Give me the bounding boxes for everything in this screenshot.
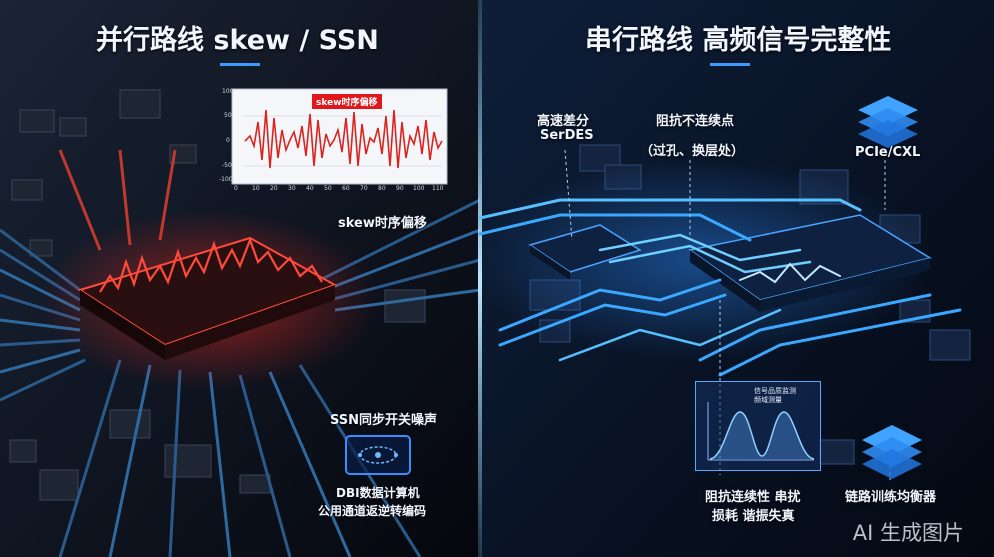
x-tick: 110: [432, 185, 444, 192]
ai-watermark: AI 生成图片: [852, 521, 964, 545]
equalizer-label: 链路训练均衡器: [845, 490, 937, 505]
y-tick: 50: [224, 112, 232, 119]
pcie-label: PCIe/CXL: [855, 145, 921, 160]
dbi-label-line2: 公用通道返逆转编码: [318, 504, 427, 518]
right-title-underline: [710, 63, 750, 66]
x-tick: 40: [306, 185, 314, 192]
x-tick: 60: [342, 185, 350, 192]
x-tick: 90: [396, 185, 404, 192]
pcie-stack-icon: [858, 96, 918, 148]
left-background-chips: [9, 89, 426, 501]
serial-differential-traces: [478, 198, 962, 377]
ssn-label: SSN同步开关噪声: [330, 413, 438, 428]
mini-chart-title-line1: 信号品质监测: [754, 387, 796, 395]
skew-waveform: [244, 109, 443, 169]
x-tick: 70: [360, 185, 368, 192]
x-tick: 50: [324, 185, 332, 192]
impedance-label-line2: （过孔、换层处）: [640, 144, 745, 159]
skew-label: skew时序偏移: [338, 216, 427, 231]
x-tick: 0: [234, 185, 238, 192]
equalizer-stack-icon: [862, 425, 922, 479]
y-tick: -50: [222, 162, 232, 169]
y-tick: -100: [219, 176, 233, 183]
serdes-chip: [528, 224, 642, 280]
left-title: 并行路线 skew / SSN: [96, 25, 379, 56]
x-tick: 10: [252, 185, 260, 192]
resonance-curve: [709, 411, 815, 460]
si-label-line2: 损耗 谐振失真: [712, 509, 795, 524]
frequency-response-chart: 信号品质监测 频域测量: [695, 381, 821, 471]
pcie-chip: [688, 214, 932, 312]
serdes-label-line2: SerDES: [540, 128, 594, 143]
right-title: 串行路线 高频信号完整性: [585, 25, 892, 56]
impedance-label-line1: 阻抗不连续点: [656, 114, 735, 129]
left-title-underline: [220, 63, 260, 66]
chip-noise-waveform: [99, 236, 323, 293]
x-tick: 100: [413, 185, 425, 192]
y-tick: 0: [226, 137, 230, 144]
skew-chart-tag: skew时序偏移: [312, 94, 382, 109]
x-tick: 80: [378, 185, 386, 192]
mini-chart-title-line2: 频域测量: [754, 396, 782, 404]
y-tick: 100: [222, 88, 234, 95]
si-label-line1: 阻抗连续性 串扰: [705, 490, 801, 505]
serdes-label-line1: 高速差分: [537, 114, 590, 129]
x-tick: 30: [288, 185, 296, 192]
dbi-encoder-icon: [345, 435, 411, 475]
x-tick: 20: [270, 185, 278, 192]
dbi-label-line1: DBI数据计算机: [336, 486, 420, 500]
parallel-bus-chip: [77, 236, 338, 360]
